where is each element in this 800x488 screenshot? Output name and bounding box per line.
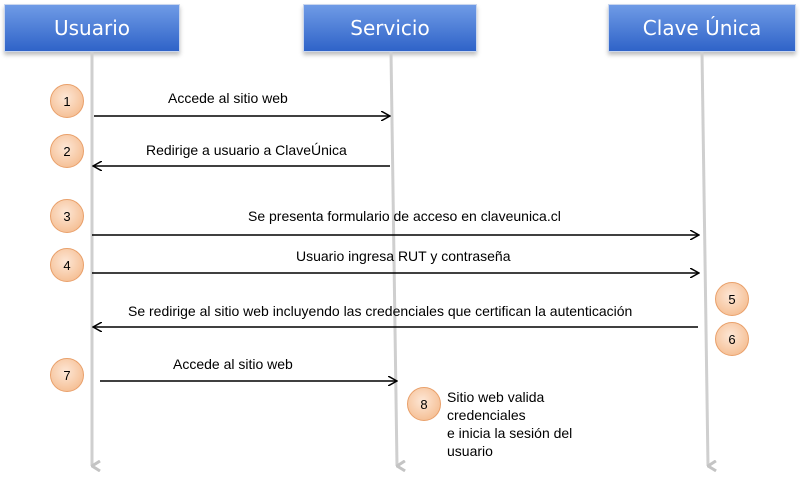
note-validation: Sitio web valida credenciales e inicia l… (447, 388, 572, 460)
step-marker-3: 3 (50, 199, 84, 233)
note-line-2: credenciales (447, 407, 526, 423)
message-label-5: Se redirige al sitio web incluyendo las … (128, 303, 633, 319)
message-label-4: Usuario ingresa RUT y contraseña (296, 248, 511, 264)
step-marker-6: 6 (715, 322, 749, 356)
lifeline-clave-unica (700, 51, 708, 466)
step-marker-2: 2 (50, 134, 84, 168)
message-label-3: Se presenta formulario de acceso en clav… (248, 208, 561, 224)
note-line-1: Sitio web valida (447, 389, 545, 405)
actor-usuario: Usuario (4, 4, 180, 52)
note-line-4: usuario (447, 443, 493, 459)
lifeline-servicio (389, 51, 397, 466)
step-marker-1: 1 (50, 84, 84, 118)
message-label-2: Redirige a usuario a ClaveÚnica (146, 142, 347, 158)
message-label-6: Accede al sitio web (173, 356, 293, 372)
step-marker-5: 5 (715, 282, 749, 316)
step-marker-8: 8 (407, 387, 441, 421)
actor-clave-unica: Clave Única (608, 4, 796, 52)
step-marker-7: 7 (50, 358, 84, 392)
actor-servicio: Servicio (303, 4, 477, 52)
note-line-3: e inicia la sesión del (447, 425, 573, 441)
step-marker-4: 4 (50, 248, 84, 282)
message-label-1: Accede al sitio web (168, 90, 288, 106)
